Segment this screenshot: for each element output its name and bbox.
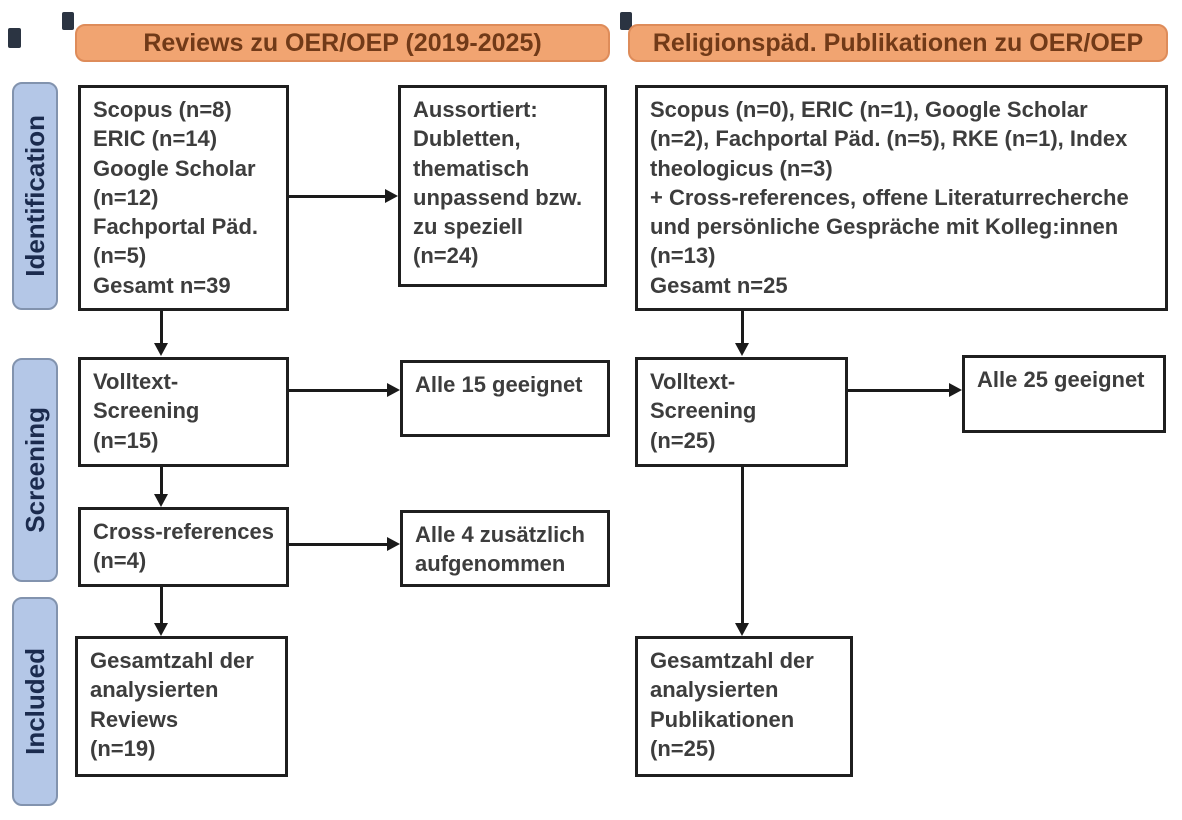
arrow-fulltext-to-result-line [289,389,387,392]
box-left-fulltext-result: Alle 15 geeignet [400,360,610,437]
box-right-total-included: Gesamtzahl der analysierten Publikatione… [635,636,853,777]
box-left-fulltext-screening: Volltext- Screening (n=15) [78,357,289,467]
box-left-sources: Scopus (n=8) ERIC (n=14) Google Scholar … [78,85,289,311]
stage-label-identification: Identification [12,82,58,310]
arrow-sources-to-fulltext-head [154,343,168,356]
box-left-crossref-result: Alle 4 zusätzlich aufgenommen [400,510,610,587]
arrow-crossref-to-total-line [160,587,163,623]
arrow-right-fulltext-to-total-line [741,467,744,623]
arrow-fulltext-to-crossref-head [154,494,168,507]
decorative-mark [620,12,632,30]
arrow-crossref-to-result-head [387,537,400,551]
stage-label-included: Included [12,597,58,806]
box-right-fulltext-screening: Volltext- Screening (n=25) [635,357,848,467]
arrow-right-fulltext-to-result-head [949,383,962,397]
arrow-sources-to-fulltext-line [160,311,163,343]
arrow-crossref-to-result-line [289,543,387,546]
arrow-right-sources-to-fulltext-line [741,311,744,343]
box-left-total-included: Gesamtzahl der analysierten Reviews (n=1… [75,636,288,777]
arrow-right-sources-to-fulltext-head [735,343,749,356]
stage-label-screening: Screening [12,358,58,582]
stage-label-identification-text: Identification [19,115,50,277]
column-header-reviews: Reviews zu OER/OEP (2019-2025) [75,24,610,62]
decorative-mark [8,28,21,48]
arrow-crossref-to-total-head [154,623,168,636]
arrow-right-fulltext-to-total-head [735,623,749,636]
stage-label-included-text: Included [19,648,50,755]
arrow-sources-to-excluded-line [289,195,385,198]
box-left-excluded: Aussortiert: Dubletten, thematisch unpas… [398,85,607,287]
arrow-fulltext-to-result-head [387,383,400,397]
arrow-right-fulltext-to-result-line [848,389,949,392]
box-right-fulltext-result: Alle 25 geeignet [962,355,1166,433]
arrow-sources-to-excluded-head [385,189,398,203]
decorative-mark [62,12,74,30]
stage-label-screening-text: Screening [19,407,50,533]
column-header-religionspaed: Religionspäd. Publikationen zu OER/OEP [628,24,1168,62]
box-left-crossreferences: Cross-references (n=4) [78,507,289,587]
box-right-sources: Scopus (n=0), ERIC (n=1), Google Scholar… [635,85,1168,311]
arrow-fulltext-to-crossref-line [160,467,163,494]
